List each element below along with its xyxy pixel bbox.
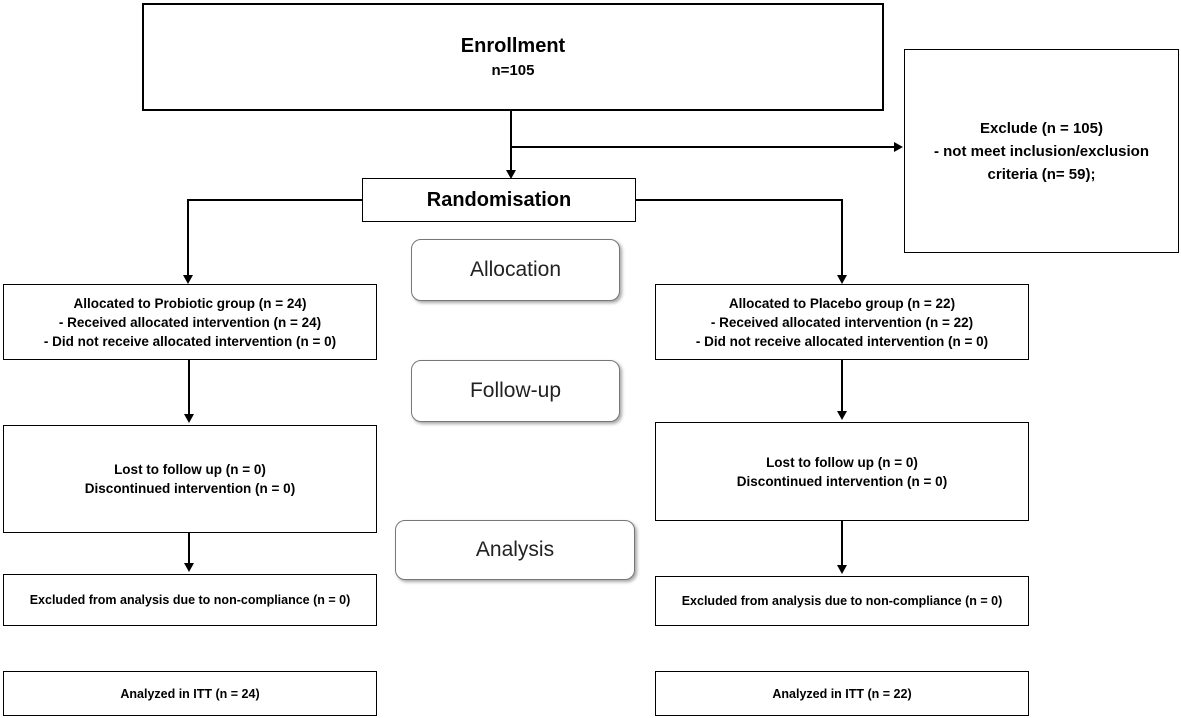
left-not-received-text: - Did not receive allocated intervention… (43, 333, 337, 349)
arrow-to-left-followup (184, 414, 194, 423)
enrollment-box: Enrollment n=105 (142, 3, 884, 111)
connector-left-down (187, 199, 189, 276)
connector-left-allocated-down (188, 360, 190, 415)
right-analyzed-box: Analyzed in ITT (n = 22) (655, 671, 1029, 716)
left-analyzed-text: Analyzed in ITT (n = 24) (120, 686, 260, 701)
enrollment-title: Enrollment (460, 35, 566, 57)
arrow-to-left-excluded (184, 563, 194, 572)
left-excluded-box: Excluded from analysis due to non-compli… (3, 574, 377, 626)
left-followup-box: Lost to follow up (n = 0) Discontinued i… (3, 425, 377, 533)
arrow-to-left-allocated (183, 275, 193, 284)
connector-right-down (841, 199, 843, 276)
phase-followup: Follow-up (411, 360, 620, 422)
phase-allocation: Allocation (411, 239, 620, 301)
phase-followup-label: Follow-up (469, 379, 562, 402)
phase-analysis: Analysis (395, 520, 635, 580)
randomisation-box: Randomisation (362, 178, 636, 222)
right-followup-box: Lost to follow up (n = 0) Discontinued i… (655, 422, 1029, 521)
connector-enrollment-down (510, 111, 512, 171)
right-allocated-box: Allocated to Placebo group (n = 22) - Re… (655, 284, 1029, 360)
connector-right-followup-down (841, 521, 843, 566)
connector-left-followup-down (188, 533, 190, 564)
connector-left-horizontal (187, 199, 362, 201)
right-analyzed-text: Analyzed in ITT (n = 22) (772, 686, 912, 701)
right-lost-text: Lost to follow up (n = 0) (766, 454, 918, 470)
arrow-to-randomisation (506, 170, 516, 179)
left-excluded-text: Excluded from analysis due to non-compli… (29, 593, 351, 607)
left-lost-text: Lost to follow up (n = 0) (114, 462, 266, 477)
exclude-line-2: - not meet inclusion/exclusion (933, 142, 1150, 160)
arrow-to-right-allocated (837, 275, 847, 284)
phase-analysis-label: Analysis (475, 538, 555, 561)
right-discontinued-text: Discontinued intervention (n = 0) (736, 473, 948, 489)
enrollment-count: n=105 (491, 62, 535, 79)
arrow-to-right-followup (837, 411, 847, 420)
connector-to-exclude (511, 146, 895, 148)
left-allocated-box: Allocated to Probiotic group (n = 24) - … (3, 284, 377, 360)
left-received-text: - Received allocated intervention (n = 2… (58, 314, 322, 330)
connector-right-horizontal (636, 199, 842, 201)
phase-allocation-label: Allocation (469, 258, 562, 281)
right-not-received-text: - Did not receive allocated intervention… (695, 333, 989, 349)
right-received-text: - Received allocated intervention (n = 2… (710, 314, 974, 330)
left-analyzed-box: Analyzed in ITT (n = 24) (3, 671, 377, 716)
exclude-line-1: Exclude (n = 105) (980, 119, 1103, 137)
left-allocated-text: Allocated to Probiotic group (n = 24) (73, 295, 307, 311)
exclude-line-3: criteria (n= 59); (987, 165, 1096, 183)
connector-right-allocated-down (841, 360, 843, 412)
right-excluded-box: Excluded from analysis due to non-compli… (655, 576, 1029, 626)
right-allocated-text: Allocated to Placebo group (n = 22) (728, 295, 956, 311)
right-excluded-text: Excluded from analysis due to non-compli… (681, 594, 1003, 608)
exclude-box: Exclude (n = 105) - not meet inclusion/e… (904, 49, 1179, 253)
left-discontinued-text: Discontinued intervention (n = 0) (84, 481, 296, 496)
arrow-to-exclude (894, 142, 903, 152)
arrow-to-right-excluded (837, 565, 847, 574)
randomisation-label: Randomisation (426, 188, 572, 211)
